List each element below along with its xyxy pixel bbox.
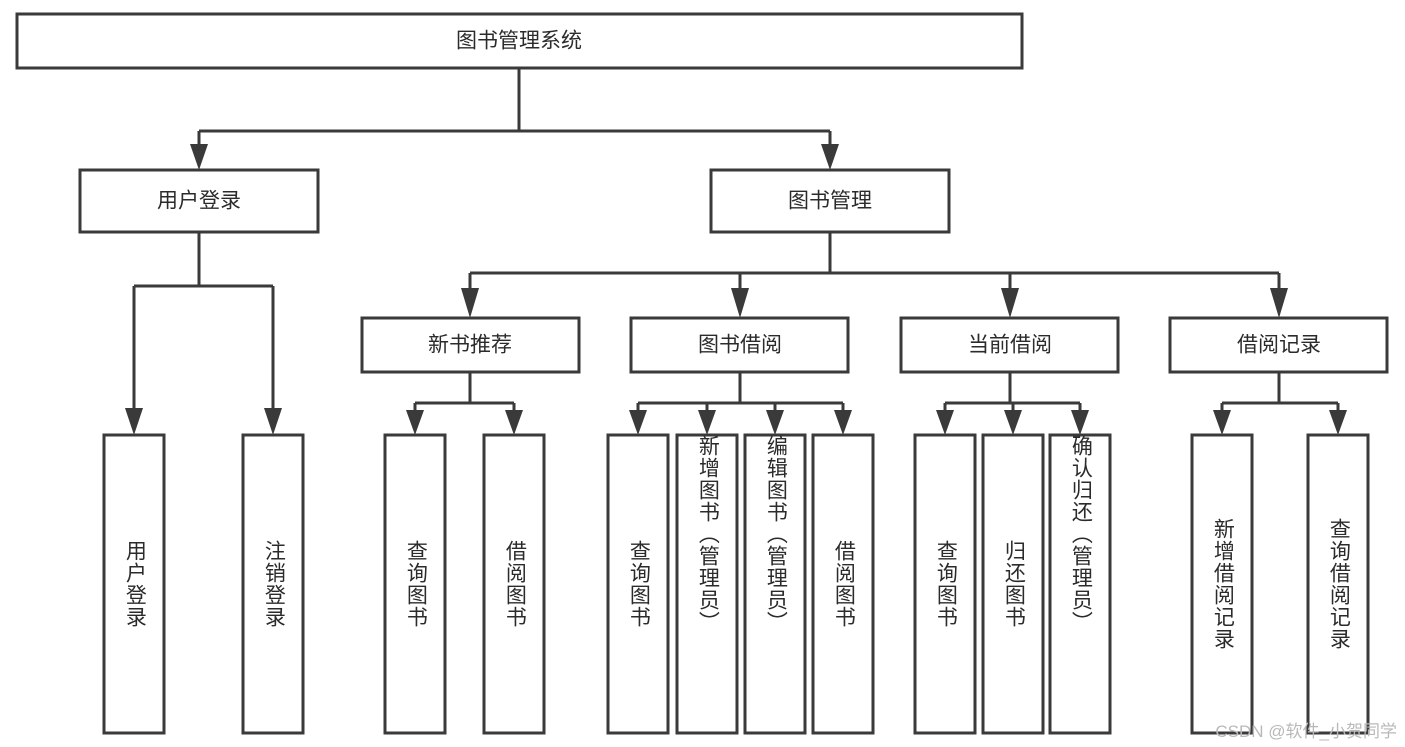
arrow-to-new-book-rec [461,288,479,318]
arrow-to-borrow-record [1270,288,1288,318]
node-current-borrow-label: 当前借阅 [968,334,1052,357]
connector-currentborrow-to-leaves [936,372,1089,435]
node-leaf-return-book-box[interactable] [981,433,1045,735]
node-new-book-rec[interactable]: 新书推荐 [360,316,581,374]
node-leaf-borrow-book-1-box[interactable] [482,433,546,735]
node-leaf-query-book-2-box[interactable] [606,433,670,735]
connector-borrowrecord-to-leaves [1213,372,1347,435]
connector-newbook-to-leaves [406,372,523,435]
arrow-to-book-borrow [731,288,749,318]
node-leaf-borrow-book-2-box[interactable] [811,433,875,735]
arrow-to-leaf-user-logout [264,408,282,435]
arrow-to-leaf-return-book [1004,410,1022,435]
arrow-to-leaf-add-record [1213,410,1231,435]
node-borrow-record[interactable]: 借阅记录 [1168,316,1389,374]
arrow-to-leaf-query-book-1 [406,410,424,435]
arrow-to-leaf-query-book-3 [936,410,954,435]
node-book-manage-label: 图书管理 [788,190,872,213]
connector-userlogin-to-leaves [125,232,282,435]
connector-bookmanage-to-level3 [461,232,1288,318]
arrow-to-user-login [190,144,208,170]
arrow-to-leaf-edit-book [766,410,784,435]
arrow-to-leaf-user-login [125,408,143,435]
node-leaf-query-book-1-box[interactable] [383,433,447,735]
arrow-to-leaf-borrow-book-1 [505,410,523,435]
node-root-label: 图书管理系统 [456,30,582,53]
node-borrow-record-label: 借阅记录 [1237,334,1321,357]
node-current-borrow[interactable]: 当前借阅 [899,316,1120,374]
arrow-to-leaf-confirm-return [1071,410,1089,435]
node-book-borrow-label: 图书借阅 [698,334,782,357]
node-leaf-query-record-box[interactable] [1306,433,1370,735]
node-book-manage-box[interactable] [709,168,951,234]
arrow-to-current-borrow [1001,288,1019,318]
connector-root-to-level2 [190,68,839,170]
node-current-borrow-box[interactable] [899,316,1120,374]
node-borrow-record-box[interactable] [1168,316,1389,374]
arrow-to-book-manage [821,144,839,170]
arrow-to-leaf-query-book-2 [629,410,647,435]
node-leaf-add-book-box[interactable] [675,433,739,735]
arrow-to-leaf-add-book [698,410,716,435]
node-user-login-label: 用户登录 [157,190,241,213]
node-user-login[interactable]: 用户登录 [78,168,320,234]
node-new-book-rec-label: 新书推荐 [428,334,512,357]
node-leaf-user-login-box[interactable] [102,433,166,735]
node-leaf-user-logout-box[interactable] [241,433,305,735]
csdn-watermark: CSDN @软件_小贺同学 [1215,722,1397,741]
node-leaf-query-book-3-box[interactable] [913,433,977,735]
node-root[interactable]: 图书管理系统 [15,12,1024,70]
arrow-to-leaf-query-record [1329,410,1347,435]
node-book-manage[interactable]: 图书管理 [709,168,951,234]
node-new-book-rec-box[interactable] [360,316,581,374]
node-leaf-edit-book-box[interactable] [743,433,807,735]
connector-bookborrow-to-leaves [629,372,852,435]
node-leaf-add-record-box[interactable] [1190,433,1254,735]
node-user-login-box[interactable] [78,168,320,234]
node-book-borrow[interactable]: 图书借阅 [629,316,850,374]
node-leaf-confirm-return-box[interactable] [1048,433,1112,735]
arrow-to-leaf-borrow-book-2 [834,410,852,435]
node-root-box[interactable] [15,12,1024,70]
node-book-borrow-box[interactable] [629,316,850,374]
